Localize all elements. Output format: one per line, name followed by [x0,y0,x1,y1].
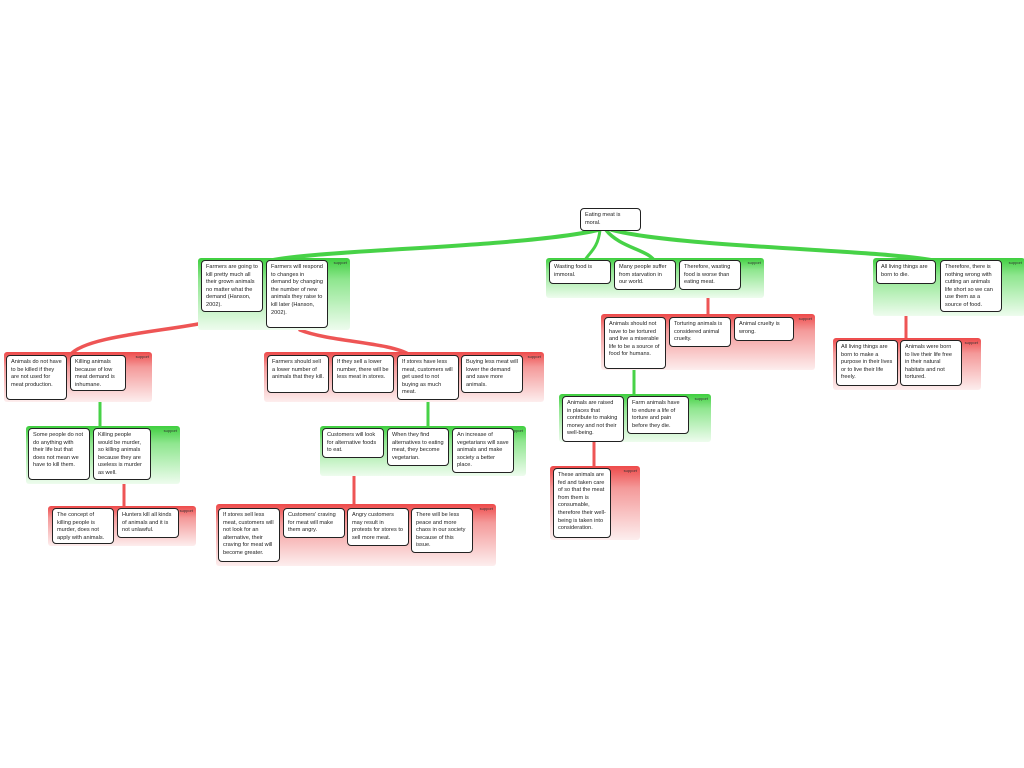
premise-node-h2[interactable]: When they find alternatives to eating me… [387,428,449,466]
premise-node-b3[interactable]: Therefore, wasting food is worse than ea… [679,260,741,290]
premise-node-m2[interactable]: Animals were born to live their life fre… [900,340,962,386]
premise-node-d2[interactable]: Killing animals because of low meat dema… [70,355,126,391]
premise-node-a2[interactable]: Farmers will respond to changes in deman… [266,260,328,328]
premise-node-g2[interactable]: If they sell a lower number, there will … [332,355,394,393]
group-label: support [527,354,541,359]
premise-node-k1[interactable]: Animals are raised in places that contri… [562,396,624,442]
premise-node-c1[interactable]: All living things are born to die. [876,260,936,284]
premise-node-g3[interactable]: If stores have less meat, customers will… [397,355,459,400]
link-root-to-group-b-2 [583,228,602,262]
group-label: support [509,428,523,433]
premise-node-f1[interactable]: The concept of killing people is murder,… [52,508,114,544]
group-label: support [964,340,978,345]
group-label: support [1008,260,1022,265]
premise-node-e2[interactable]: Killing people would be murder, so killi… [93,428,151,480]
premise-node-h1[interactable]: Customers will look for alternative food… [322,428,384,458]
premise-node-h3[interactable]: An increase of vegetarians will save ani… [452,428,514,473]
premise-node-l1[interactable]: These animals are fed and taken care of … [553,468,611,538]
premise-node-g4[interactable]: Buying less meat will lower the demand a… [461,355,523,393]
group-label: support [333,260,347,265]
premise-node-f2[interactable]: Hunters kill all kinds of animals and it… [117,508,179,538]
premise-node-j3[interactable]: Animal cruelty is wrong. [734,317,794,341]
group-label: support [179,508,193,513]
group-label: support [479,506,493,511]
premise-node-a1[interactable]: Farmers are going to kill pretty much al… [201,260,263,312]
group-label: support [747,260,761,265]
premise-node-e1[interactable]: Some people do not do anything with thei… [28,428,90,480]
premise-node-k2[interactable]: Farm animals have to endure a life of to… [627,396,689,434]
premise-node-c2[interactable]: Therefore, there is nothing wrong with c… [940,260,1002,312]
premise-node-i1[interactable]: If stores sell less meat, customers will… [218,508,280,562]
group-label: support [163,428,177,433]
premise-node-j1[interactable]: Animals should not have to be tortured a… [604,317,666,369]
claim-node-root[interactable]: Eating meat is moral. [580,208,641,231]
premise-node-i3[interactable]: Angry customers may result in protests f… [347,508,409,546]
premise-node-b2[interactable]: Many people suffer from starvation in ou… [614,260,676,290]
group-label: support [694,396,708,401]
group-label: support [798,316,812,321]
group-label: support [135,354,149,359]
premise-node-i2[interactable]: Customers' craving for meat will make th… [283,508,345,538]
group-label: support [623,468,637,473]
premise-node-d1[interactable]: Animals do not have to be killed if they… [6,355,67,400]
premise-node-b1[interactable]: Wasting food is immoral. [549,260,611,284]
premise-node-j2[interactable]: Torturing animals is considered animal c… [669,317,731,347]
premise-node-i4[interactable]: There will be less peace and more chaos … [411,508,473,553]
premise-node-g1[interactable]: Farmers should sell a lower number of an… [267,355,329,393]
premise-node-m1[interactable]: All living things are born to make a pur… [836,340,898,386]
